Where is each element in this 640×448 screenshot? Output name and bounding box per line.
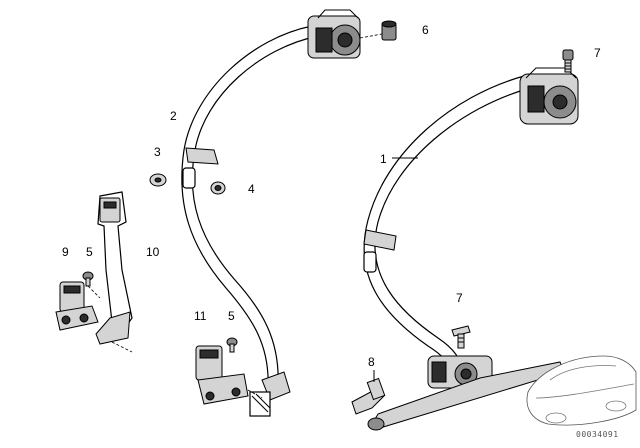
part-4-spacer[interactable] [210, 181, 226, 195]
part-3-washer[interactable] [149, 173, 167, 187]
part-9-buckle[interactable] [55, 281, 101, 331]
part-5-bolt-left[interactable] [82, 271, 94, 287]
callout-4[interactable]: 4 [248, 182, 255, 196]
callout-3[interactable]: 3 [154, 145, 161, 159]
part-7-bolt-upper[interactable] [562, 49, 574, 73]
part-6-nut[interactable] [359, 20, 397, 41]
part-1-belt-assembly[interactable] [363, 67, 579, 431]
callout-8[interactable]: 8 [368, 355, 375, 369]
part-11-buckle[interactable] [195, 345, 263, 405]
callout-7-lower[interactable]: 7 [456, 291, 463, 305]
callout-1[interactable]: 1 [380, 152, 387, 166]
lower-anchor-right [367, 355, 565, 431]
part-8-cover[interactable] [351, 370, 386, 415]
part-10-buckle-bracket[interactable] [95, 191, 133, 353]
callout-2[interactable]: 2 [170, 109, 177, 123]
retractor-top [307, 9, 361, 59]
callout-5-bottom[interactable]: 5 [228, 309, 235, 323]
callout-11[interactable]: 11 [194, 309, 207, 323]
callout-9[interactable]: 9 [62, 245, 69, 259]
part-7-bolt-lower[interactable] [451, 325, 471, 349]
part-2-belt-assembly[interactable] [181, 9, 361, 417]
diagram-reference-number: 00034091 [576, 430, 619, 439]
retractor-right [519, 67, 579, 125]
callout-5-left[interactable]: 5 [86, 245, 93, 259]
callout-7-upper[interactable]: 7 [594, 46, 601, 60]
part-5-bolt-bottom[interactable] [226, 337, 238, 353]
callout-6[interactable]: 6 [422, 23, 429, 37]
vehicle-thumbnail [526, 355, 637, 426]
callout-10[interactable]: 10 [146, 245, 160, 259]
